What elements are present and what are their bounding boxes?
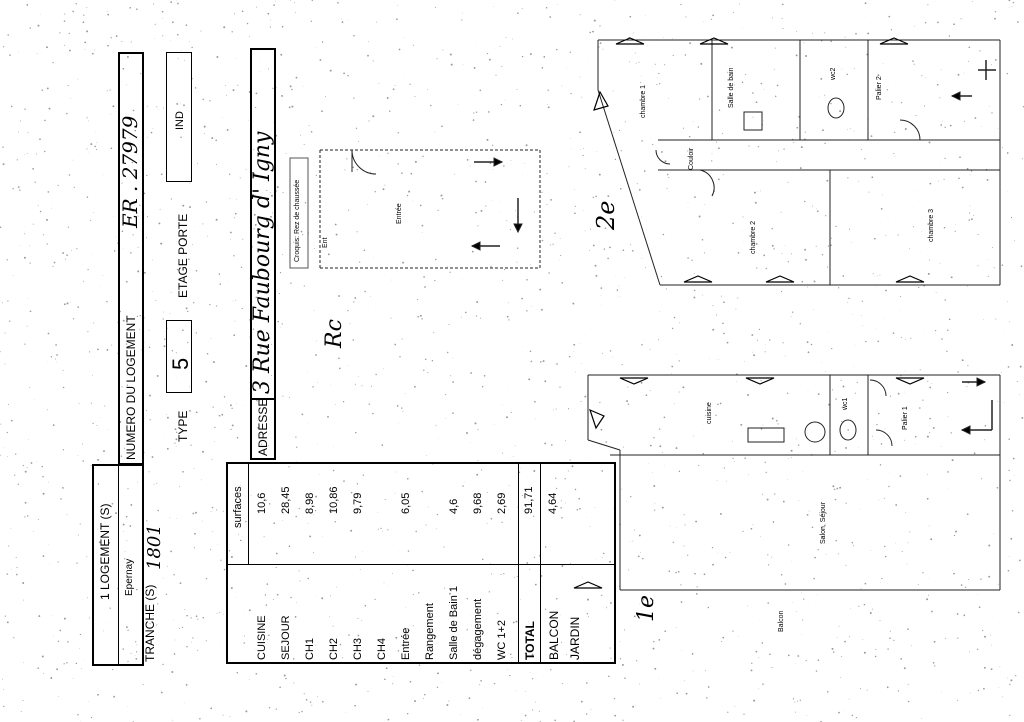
floor1-label: 1e — [634, 594, 659, 622]
city-label: Epernay — [124, 558, 135, 596]
tranche-label: TRANCHE (S) — [143, 584, 157, 662]
floor2-room-palier2: Palier 2 — [876, 76, 883, 100]
numero-box — [118, 52, 144, 465]
floor2-room-ch2: chambre 2 — [750, 220, 757, 254]
floor2-plan — [597, 39, 1001, 286]
surfaces-header: surfaces — [232, 486, 244, 528]
numero-label: NUMERO DU LOGEMENT — [124, 315, 138, 460]
floor1-room-cuisine: cuisine — [706, 402, 713, 424]
surface-row-value: 4,6 — [448, 498, 460, 514]
rdc-stamp: Croquis: Rez de chaussée — [294, 179, 301, 262]
type-label: TYPE — [176, 410, 190, 442]
surface-row-label: SEJOUR — [280, 615, 292, 660]
floor2-room-couloir: Couloir — [688, 147, 695, 170]
surface-row-value: 8,98 — [304, 492, 316, 514]
floor2-room-ch3: chambre 3 — [928, 208, 935, 242]
surface-row-label: Entrée — [400, 627, 412, 660]
balcon-label: BALCON — [547, 610, 561, 660]
surface-row-label: CUISINE — [256, 615, 268, 660]
etage-label: ETAGE PORTE — [176, 213, 190, 298]
logement-label: 1 LOGEMENT (S) — [98, 503, 112, 600]
surface-row-value: 9,79 — [352, 492, 364, 514]
floor2-room-wc2: wc2 — [830, 67, 837, 80]
surfaces-table — [226, 462, 616, 664]
rdc-room-ent: Ent — [322, 237, 329, 248]
surface-row-label: dégagement — [472, 598, 484, 660]
total-value: 91,71 — [523, 486, 535, 514]
surface-row-value: 10,6 — [256, 492, 268, 514]
surface-row-label: Rangement — [424, 603, 436, 660]
floor2-room-sdb: Salle de bain — [728, 67, 735, 108]
floor2-label: 2e — [592, 200, 620, 230]
floor1-room-palier1: Palier 1 — [902, 406, 909, 430]
surface-row-value: 10,86 — [328, 486, 340, 514]
jardin-label: JARDIN — [568, 616, 582, 660]
surface-row-value: 9,68 — [472, 492, 484, 514]
rdc-plan — [289, 149, 541, 269]
rdc-room-entree: Entrée — [396, 203, 403, 224]
tranche-value: 1801 — [144, 524, 165, 570]
surface-row-label: Salle de Bain 1 — [448, 586, 460, 660]
surface-row-label: CH3 — [352, 637, 364, 660]
type-value: 5 — [168, 357, 193, 370]
surface-row-label: CH2 — [328, 637, 340, 660]
floor2-room-ch1: chambre 1 — [640, 84, 647, 118]
adresse-label: ADRESSE — [256, 398, 270, 456]
surface-row-label: WC 1+2 — [496, 619, 508, 660]
total-label: TOTAL — [523, 621, 537, 660]
adresse-value: 3 Rue Faubourg d' Igny — [250, 131, 275, 394]
surface-row-label: CH1 — [304, 637, 316, 660]
floor1-room-balcon: Balcon — [778, 610, 785, 632]
floor1-plan — [587, 374, 1001, 591]
floor1-room-sejour: Salon, Séjour — [820, 501, 827, 544]
surface-row-value: 6,05 — [400, 492, 412, 514]
adresse-box — [250, 48, 276, 460]
balcon-value: 4,64 — [547, 492, 559, 514]
type-box — [166, 320, 192, 393]
numero-value: ER . 27979 — [118, 115, 142, 228]
rdc-label: Rc — [322, 319, 347, 348]
surface-row-value: 2,69 — [496, 492, 508, 514]
etage-box — [166, 52, 192, 182]
floor1-room-wc1: wc1 — [842, 397, 849, 410]
surface-row-value: 28,45 — [280, 486, 292, 514]
etage-value: IND — [174, 111, 186, 130]
surface-row-label: CH4 — [376, 637, 388, 660]
